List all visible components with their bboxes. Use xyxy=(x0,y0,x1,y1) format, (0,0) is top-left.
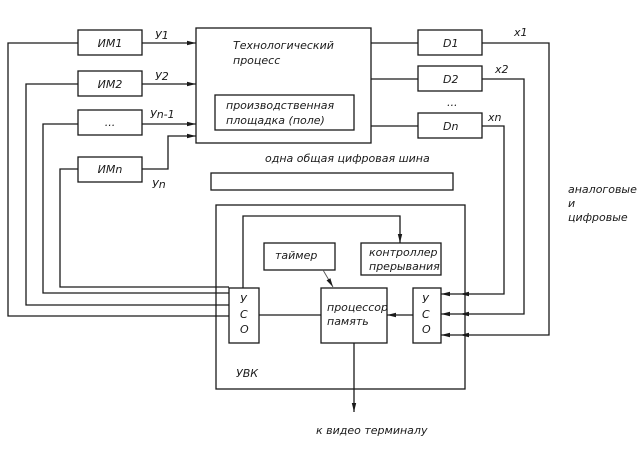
side-note-line1: аналоговые xyxy=(568,183,637,196)
actuator-imn: ИМn Уn xyxy=(77,133,196,191)
actuator-signal-label: Уn xyxy=(152,178,166,191)
actuator-label: ... xyxy=(105,116,116,129)
sensor-d2: D2 x2 xyxy=(371,63,525,317)
terminal-label: к видео терминалу xyxy=(316,424,428,437)
sensor-signal-label: x2 xyxy=(494,63,509,76)
sensors-ellipsis: ... xyxy=(447,96,458,109)
signal-line-x1 xyxy=(460,42,550,338)
production-area-line1: производственная xyxy=(226,99,335,112)
processor-label: процессор xyxy=(327,301,388,314)
interrupt-controller-line2: прерывания xyxy=(369,260,440,273)
technological-process-block: Технологический процесс производственная… xyxy=(195,27,372,144)
control-line-im1 xyxy=(7,42,229,317)
signal-line-xn xyxy=(460,125,505,297)
production-area-box xyxy=(214,94,355,131)
sensor-label: Dn xyxy=(443,120,458,133)
actuator-label: ИМ1 xyxy=(98,37,123,50)
actuator-label: ИМ2 xyxy=(98,78,123,91)
actuator-label: ИМn xyxy=(98,163,123,176)
actuator-im2: ИМ2 У2 xyxy=(77,70,196,97)
bus-label: одна общая цифровая шина xyxy=(265,152,430,165)
uso-left-letter: О xyxy=(240,323,249,336)
processor-memory-box xyxy=(320,287,388,344)
uso-right-letter: У xyxy=(422,293,430,306)
interrupt-line xyxy=(242,215,403,288)
uvk-label: УВК xyxy=(236,367,259,380)
interrupt-controller-line1: контроллер xyxy=(369,246,438,259)
control-line-im2 xyxy=(25,83,229,306)
signal-line-x2 xyxy=(460,78,525,317)
production-area-line2: площадка (поле) xyxy=(226,114,325,127)
sensor-signal-label: xn xyxy=(487,111,502,124)
sensor-dn: Dn xn xyxy=(371,111,505,297)
side-note-line2: и xyxy=(568,197,575,210)
control-line-ellipsis xyxy=(42,123,229,294)
control-line-imn xyxy=(59,168,229,288)
actuator-box xyxy=(77,156,143,183)
timer-arrow xyxy=(322,269,334,288)
actuator-signal-label: У1 xyxy=(155,29,169,42)
actuator-im1: ИМ1 У1 xyxy=(77,29,196,56)
side-note-line3: цифровые xyxy=(568,211,628,224)
uvk-frame xyxy=(215,204,466,390)
timer-label: таймер xyxy=(275,249,317,262)
sensor-box xyxy=(417,65,483,92)
memory-label: память xyxy=(327,315,369,328)
uso-right-letter: С xyxy=(422,308,430,321)
actuator-signal-label: Уn-1 xyxy=(150,108,175,121)
uso-left-letter: С xyxy=(240,308,248,321)
process-title-line2: процесс xyxy=(233,54,280,67)
sensor-box xyxy=(417,112,483,139)
sensor-label: D2 xyxy=(443,73,458,86)
timer-box xyxy=(263,242,336,271)
uso-left-letter: У xyxy=(240,293,248,306)
uvk-block: УВК таймер контроллер прерывания У С О п… xyxy=(215,204,466,390)
process-title-line1: Технологический xyxy=(233,39,334,52)
actuator-box xyxy=(77,109,143,136)
sensor-signal-label: x1 xyxy=(513,26,528,39)
digital-bus xyxy=(210,172,454,191)
sensor-d1: D1 x1 xyxy=(371,26,550,338)
actuator-signal-label: У2 xyxy=(155,70,169,83)
actuator-ellipsis: ... Уn-1 xyxy=(77,108,196,136)
signal-arrow xyxy=(142,133,196,170)
uso-right-letter: О xyxy=(422,323,431,336)
sensor-label: D1 xyxy=(443,37,458,50)
interrupt-controller-box xyxy=(360,242,442,276)
